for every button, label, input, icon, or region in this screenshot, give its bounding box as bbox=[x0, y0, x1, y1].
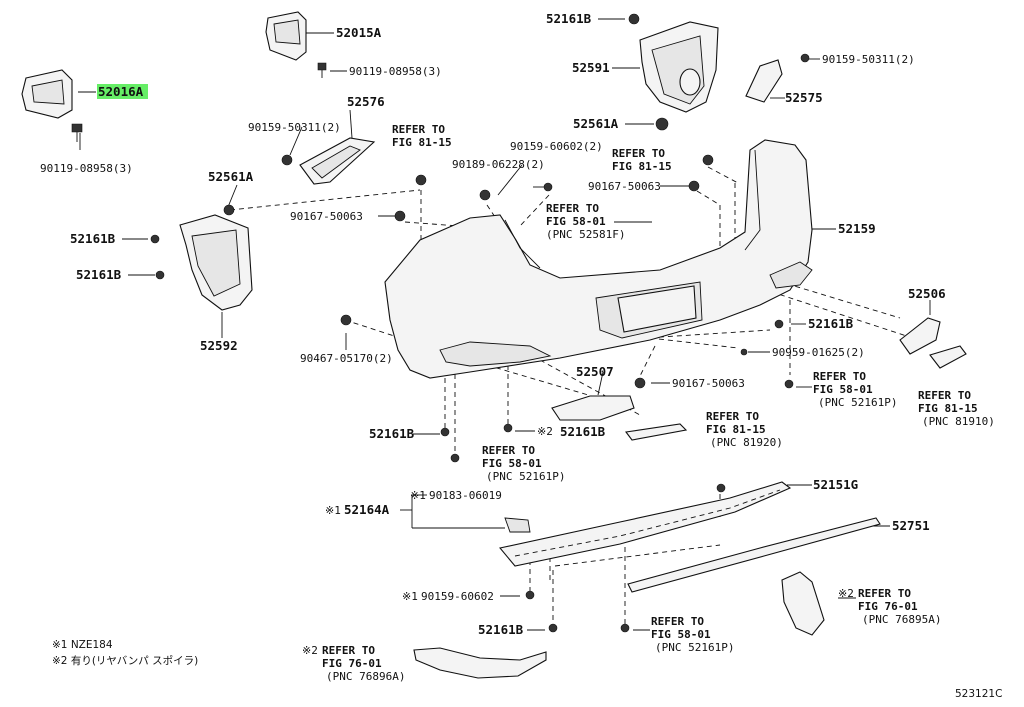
refer-r4-line3: (PNC 52161P) bbox=[818, 396, 897, 409]
refer-r10-line3: (PNC 76896A) bbox=[326, 670, 405, 683]
label-52592[interactable]: 52592 bbox=[200, 338, 238, 353]
label-52507[interactable]: 52507 bbox=[576, 364, 614, 379]
refer-r2[interactable]: REFER TO FIG 81-15 bbox=[612, 147, 672, 173]
mark-2-c: ※2 bbox=[302, 644, 318, 657]
refer-r6-line3: (PNC 81920) bbox=[710, 436, 783, 449]
refer-r10-line2: FIG 76-01 bbox=[322, 657, 382, 670]
label-90119-08958-a[interactable]: 90119-08958(3) bbox=[349, 65, 442, 78]
label-52561A-mid[interactable]: 52561A bbox=[573, 116, 619, 131]
spoiler-76896A-shape bbox=[413, 647, 547, 679]
label-52576[interactable]: 52576 bbox=[347, 94, 385, 109]
label-52015A[interactable]: 52015A bbox=[336, 25, 382, 40]
refer-r1-line1: REFER TO bbox=[392, 123, 445, 136]
label-90167-50063-a[interactable]: 90167-50063 bbox=[588, 180, 661, 193]
mark-1-a: ※1 bbox=[325, 504, 341, 517]
label-52161B-bottom-left[interactable]: 52161B bbox=[369, 426, 415, 441]
label-52159[interactable]: 52159 bbox=[838, 221, 876, 236]
label-52575[interactable]: 52575 bbox=[785, 90, 823, 105]
label-90959-01625[interactable]: 90959-01625(2) bbox=[772, 346, 865, 359]
molding-52751-shape bbox=[627, 517, 881, 593]
highlight-52016A bbox=[97, 84, 148, 99]
label-90159-50311-left[interactable]: 90159-50311(2) bbox=[248, 121, 341, 134]
label-52151G[interactable]: 52151G bbox=[813, 477, 858, 492]
label-52161B-top[interactable]: 52161B bbox=[546, 11, 592, 26]
clips bbox=[340, 154, 794, 633]
refer-r3-line2: FIG 58-01 bbox=[546, 215, 606, 228]
refer-r3-line3: (PNC 52581F) bbox=[546, 228, 625, 241]
cover-52506-shape bbox=[899, 317, 967, 369]
refer-r7-line2: FIG 58-01 bbox=[482, 457, 542, 470]
label-90167-50063-b[interactable]: 90167-50063 bbox=[290, 210, 363, 223]
label-52751[interactable]: 52751 bbox=[892, 518, 930, 533]
label-90159-60602[interactable]: 90159-60602(2) bbox=[510, 140, 603, 153]
mark-2-b: ※2 bbox=[838, 587, 854, 600]
spacer-52576-shape bbox=[281, 137, 376, 185]
label-52164A[interactable]: 52164A bbox=[344, 502, 390, 517]
refer-r5-line3: (PNC 81910) bbox=[922, 415, 995, 428]
retainer-52591-shape bbox=[628, 13, 719, 131]
refer-r3[interactable]: REFER TO FIG 58-01 (PNC 52581F) bbox=[546, 202, 625, 241]
leader-lines bbox=[78, 18, 931, 631]
label-52161B-bottom-mid[interactable]: 52161B bbox=[560, 424, 606, 439]
refer-r9-line3: (PNC 52161P) bbox=[655, 641, 734, 654]
refer-r9-line2: FIG 58-01 bbox=[651, 628, 711, 641]
refer-r5[interactable]: REFER TO FIG 81-15 (PNC 81910) bbox=[918, 389, 995, 428]
label-52161B-left-1[interactable]: 52161B bbox=[70, 231, 116, 246]
label-52016A[interactable]: 52016A bbox=[98, 84, 144, 99]
refer-r4-line1: REFER TO bbox=[813, 370, 866, 383]
refer-r10[interactable]: ※2 REFER TO FIG 76-01 (PNC 76896A) bbox=[302, 644, 405, 683]
mark-1-b: ※1 bbox=[410, 489, 426, 502]
refer-r7[interactable]: REFER TO FIG 58-01 (PNC 52161P) bbox=[482, 444, 565, 483]
label-52161B-left-2[interactable]: 52161B bbox=[76, 267, 122, 282]
mark-1-c: ※1 bbox=[402, 590, 418, 603]
refer-r5-line1: REFER TO bbox=[918, 389, 971, 402]
retainer-52592-shape bbox=[150, 204, 253, 311]
footnote-1: ※1 NZE184 bbox=[52, 639, 113, 651]
bracket-52016A-shape bbox=[21, 69, 83, 142]
label-90467-05170[interactable]: 90467-05170(2) bbox=[300, 352, 393, 365]
refer-r4-line2: FIG 58-01 bbox=[813, 383, 873, 396]
footnote-2: ※2 有り(リヤバンパ スポイラ) bbox=[52, 654, 198, 667]
refer-r8[interactable]: ※2 REFER TO FIG 76-01 (PNC 76895A) bbox=[838, 587, 941, 626]
refer-r7-line1: REFER TO bbox=[482, 444, 535, 457]
refer-r6-line2: FIG 81-15 bbox=[706, 423, 766, 436]
refer-r9[interactable]: REFER TO FIG 58-01 (PNC 52161P) bbox=[651, 615, 734, 654]
refer-r9-line1: REFER TO bbox=[651, 615, 704, 628]
refer-r2-line2: FIG 81-15 bbox=[612, 160, 672, 173]
bumper-cover-52159-shape bbox=[384, 139, 813, 379]
label-90167-50063-c[interactable]: 90167-50063 bbox=[672, 377, 745, 390]
figure-code: 523121C bbox=[955, 688, 1002, 700]
label-52591[interactable]: 52591 bbox=[572, 60, 610, 75]
refer-r7-line3: (PNC 52161P) bbox=[486, 470, 565, 483]
refer-r5-line2: FIG 81-15 bbox=[918, 402, 978, 415]
skirt-52151G-shape bbox=[498, 481, 792, 567]
label-52561A-left[interactable]: 52561A bbox=[208, 169, 254, 184]
refer-r4[interactable]: REFER TO FIG 58-01 (PNC 52161P) bbox=[813, 370, 897, 409]
label-90119-08958-b[interactable]: 90119-08958(3) bbox=[40, 162, 133, 175]
refer-r1-line2: FIG 81-15 bbox=[392, 136, 452, 149]
refer-r10-line1: REFER TO bbox=[322, 644, 375, 657]
refer-r6[interactable]: REFER TO FIG 81-15 (PNC 81920) bbox=[706, 410, 783, 449]
refer-r3-line1: REFER TO bbox=[546, 202, 599, 215]
label-52506[interactable]: 52506 bbox=[908, 286, 946, 301]
label-52161B-right[interactable]: 52161B bbox=[808, 316, 854, 331]
mark-2-a: ※2 bbox=[537, 425, 553, 438]
label-90189-06228[interactable]: 90189-06228(2) bbox=[452, 158, 545, 171]
refer-r8-line3: (PNC 76895A) bbox=[862, 613, 941, 626]
refer-r2-line1: REFER TO bbox=[612, 147, 665, 160]
label-52161B-bottom[interactable]: 52161B bbox=[478, 622, 524, 637]
refer-r6-line1: REFER TO bbox=[706, 410, 759, 423]
label-90159-60602-b[interactable]: 90159-60602 bbox=[421, 590, 494, 603]
bracket-52015A-shape bbox=[265, 11, 327, 78]
label-90159-50311-right[interactable]: 90159-50311(2) bbox=[822, 53, 915, 66]
spacer-52575-shape bbox=[745, 53, 810, 103]
label-90183-06019[interactable]: 90183-06019 bbox=[429, 489, 502, 502]
refer-r8-line1: REFER TO bbox=[858, 587, 911, 600]
mudguard-76895A-shape bbox=[781, 571, 825, 636]
refer-r8-line2: FIG 76-01 bbox=[858, 600, 918, 613]
refer-r1[interactable]: REFER TO FIG 81-15 bbox=[392, 123, 452, 149]
cover-52507-shape bbox=[551, 395, 688, 441]
